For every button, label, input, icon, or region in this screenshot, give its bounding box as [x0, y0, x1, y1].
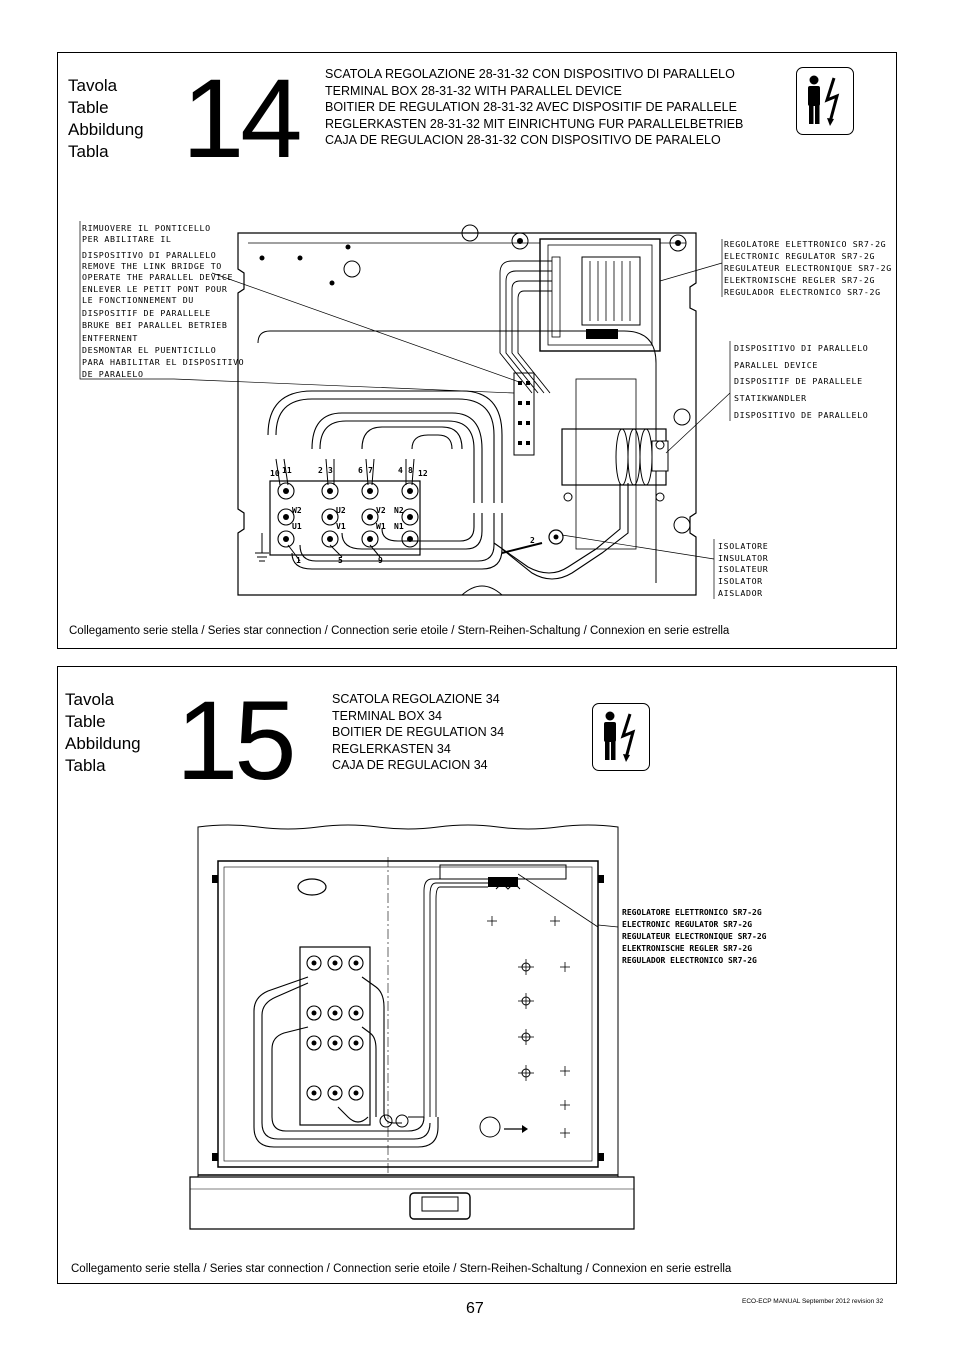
wire-number: 6	[358, 466, 363, 475]
callout-line: INSULATOR	[718, 553, 768, 563]
terminal-u1: U1	[292, 522, 302, 531]
callout-line: PARALLEL DEVICE	[734, 360, 818, 370]
wire-number: 9	[378, 556, 383, 565]
wire-number: 1	[296, 556, 301, 565]
label-de: Abbildung	[68, 120, 144, 139]
label-es: Tabla	[68, 142, 109, 161]
wire-number: 8	[408, 466, 413, 475]
terminal-n2: N2	[394, 506, 404, 515]
callout-line: ISOLATORE	[718, 541, 768, 551]
callout-line: ELECTRONIC REGULATOR SR7-2G	[622, 920, 752, 929]
table-14-titles: SCATOLA REGOLAZIONE 28-31-32 CON DISPOSI…	[325, 66, 743, 149]
callout-line: PARA HABILITAR EL DISPOSITIVO	[82, 357, 244, 367]
callout-line: BRUKE BEI PARALLEL BETRIEB	[82, 320, 227, 330]
table-15-number: 15	[176, 678, 297, 803]
title-it: SCATOLA REGOLAZIONE 28-31-32 CON DISPOSI…	[325, 67, 735, 81]
table-14-caption: Collegamento serie stella / Series star …	[69, 625, 730, 637]
table-15-caption: Collegamento serie stella / Series star …	[71, 1263, 732, 1275]
callout-line: STATIKWANDLER	[734, 393, 807, 403]
title-en: TERMINAL BOX 28-31-32 WITH PARALLEL DEVI…	[325, 83, 622, 98]
title-en: TERMINAL BOX 34	[332, 708, 442, 723]
terminal-v1: V1	[336, 522, 346, 531]
title-es: CAJA DE REGULACION 28-31-32 CON DISPOSIT…	[325, 133, 721, 147]
callout-line: LE FONCTIONNEMENT DU	[82, 295, 194, 305]
wire-number: 11	[282, 466, 292, 475]
table-15-panel: Tavola Table Abbildung Tabla 15 SCATOLA …	[57, 666, 897, 1284]
title-de: REGLERKASTEN 28-31-32 MIT EINRICHTUNG FU…	[325, 116, 744, 131]
callout-line: DISPOSITIVO DE PARALLELO	[734, 410, 868, 420]
wire-number: 7	[368, 466, 373, 475]
wire-number: 4	[398, 466, 403, 475]
callout-line: ELEKTRONISCHE REGLER SR7-2G	[622, 944, 752, 953]
terminal-w1: W1	[376, 522, 386, 531]
regulator-callout-15: REGOLATORE ELETTRONICO SR7-2G ELECTRONIC…	[598, 905, 767, 967]
wire-number: 2	[530, 536, 535, 545]
callout-line: ENTFERNENT	[82, 333, 138, 343]
label-en: Table	[65, 712, 106, 731]
electrical-hazard-icon	[796, 67, 854, 135]
wire-number: 12	[418, 469, 428, 478]
label-es: Tabla	[65, 756, 106, 775]
title-es: CAJA DE REGULACION 34	[332, 758, 488, 772]
table-14-panel: Tavola Table Abbildung Tabla 14 SCATOLA …	[57, 52, 897, 649]
callout-line: PER ABILITARE IL	[82, 234, 172, 244]
regulator-leader-line	[518, 873, 599, 928]
callout-line: ENLEVER LE PETIT PONT POUR	[82, 284, 227, 294]
label-en: Table	[68, 98, 109, 117]
wire-number: 2	[318, 466, 323, 475]
callout-line: ELECTRONIC REGULATOR SR7-2G	[724, 251, 875, 261]
table-15-titles: SCATOLA REGOLAZIONE 34 TERMINAL BOX 34 B…	[332, 691, 504, 774]
terminal-v2: V2	[376, 506, 386, 515]
label-it: Tavola	[68, 76, 118, 95]
callout-line: DISPOSITIVO DI PARALLELO	[82, 250, 216, 260]
callout-line: REGULADOR ELECTRONICO SR7-2G	[724, 287, 881, 297]
title-it: SCATOLA REGOLAZIONE 34	[332, 692, 500, 706]
callout-line: OPERATE THE PARALLEL DEVICE	[82, 272, 233, 282]
terminal-w2: W2	[292, 506, 302, 515]
terminal-box-15-drawing	[189, 824, 635, 1230]
callout-line: DISPOSITIF DE PARALLELE	[82, 308, 211, 318]
page-footer: ECO-ECP MANUAL September 2012 revision 3…	[742, 1298, 884, 1305]
table-14-number: 14	[182, 56, 303, 181]
isolator-callout: ISOLATORE INSULATOR ISOLATEUR ISOLATOR A…	[561, 534, 768, 599]
callout-line: ELEKTRONISCHE REGLER SR7-2G	[724, 275, 875, 285]
title-fr: BOITIER DE REGULATION 28-31-32 AVEC DISP…	[325, 100, 737, 114]
callout-line: RIMUOVERE IL PONTICELLO	[82, 223, 211, 233]
wire-number: 5	[338, 556, 343, 565]
callout-line: REGOLATORE ELETTRONICO SR7-2G	[622, 908, 762, 917]
label-it: Tavola	[65, 690, 115, 709]
table-15-label: Tavola Table Abbildung Tabla	[65, 689, 141, 777]
callout-line: AISLADOR	[718, 588, 763, 598]
table-14-label: Tavola Table Abbildung Tabla	[68, 75, 144, 163]
callout-line: DE PARALELO	[82, 369, 144, 379]
terminal-u2: U2	[336, 506, 346, 515]
wire-number: 10	[270, 469, 280, 478]
wire-number: 3	[328, 466, 333, 475]
electrical-hazard-icon	[592, 703, 650, 771]
callout-line: DISPOSITIVO DI PARALLELO	[734, 343, 868, 353]
callout-line: ISOLATOR	[718, 576, 763, 586]
callout-line: ISOLATEUR	[718, 564, 768, 574]
callout-line: REGULATEUR ELECTRONIQUE SR7-2G	[724, 263, 892, 273]
regulator-callout-14: REGOLATORE ELETTRONICO SR7-2G ELECTRONIC…	[659, 239, 892, 297]
title-fr: BOITIER DE REGULATION 34	[332, 725, 505, 739]
callout-line: REGOLATORE ELETTRONICO SR7-2G	[724, 239, 886, 249]
callout-line: REGULADOR ELECTRONICO SR7-2G	[622, 956, 757, 965]
callout-line: DISPOSITIF DE PARALLELE	[734, 376, 863, 386]
page-number: 67	[466, 1300, 484, 1317]
title-de: REGLERKASTEN 34	[332, 741, 451, 756]
callout-line: DESMONTAR EL PUENTICILLO	[82, 345, 216, 355]
callout-line: REGULATEUR ELECTRONIQUE SR7-2G	[622, 932, 767, 941]
terminal-n1: N1	[394, 522, 404, 531]
label-de: Abbildung	[65, 734, 141, 753]
parallel-device-callout: DISPOSITIVO DI PARALLELO PARALLEL DEVICE…	[665, 341, 868, 454]
terminal-box-14-drawing: W2 U2 V2 N2 U1 V1 W1 N1 10 11 2 3 6 7 4 …	[79, 221, 892, 599]
link-bridge-callout: RIMUOVERE IL PONTICELLO PER ABILITARE IL…	[79, 221, 523, 394]
callout-line: REMOVE THE LINK BRIDGE TO	[82, 261, 222, 271]
